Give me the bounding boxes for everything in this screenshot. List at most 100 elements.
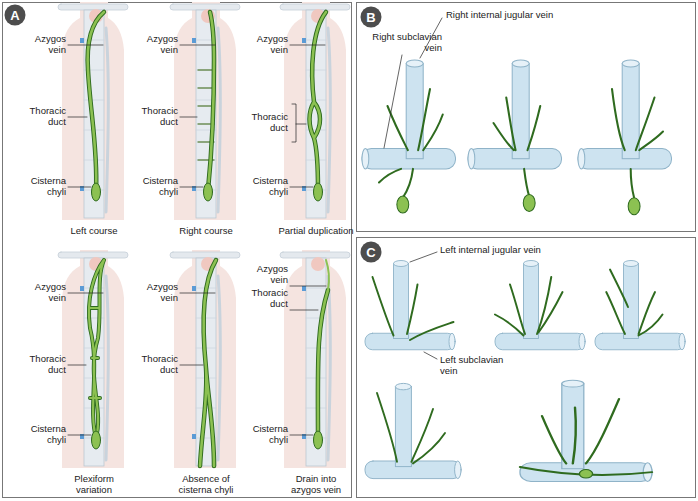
illustration-part [595,261,685,350]
illustration-part [578,60,672,215]
illustration-part [494,98,541,197]
illustration-part [280,250,350,468]
anatomy-label: Thoracic duct [128,106,178,128]
circle-fill [5,5,26,26]
circle-fill [361,242,382,263]
left-junction-figures [365,252,685,481]
anatomy-label: Plexiform variation [61,474,127,496]
anatomy-label: Azygos vein [238,34,288,56]
anatomy-label: Azygos vein [16,34,66,56]
illustration-part [318,290,328,438]
illustration-part [58,2,128,220]
illustration-part [579,470,592,479]
illustration-part [68,293,103,435]
anatomy-label: Left subclavian vein [440,355,520,377]
panel-frames [3,3,696,498]
illustration-part [520,380,652,481]
illustration-part [200,260,216,466]
illustration-part [89,260,104,438]
anatomy-label: Azygos vein [128,34,178,56]
anatomy-label: Thoracic duct [238,112,288,134]
anatomy-label: Thoracic duct [238,288,288,310]
panel-letter-circle: B [360,6,382,28]
anatomy-label: Partial duplication [271,226,361,237]
illustration-part [208,12,214,190]
anatomy-label: Azygos vein [238,264,288,286]
anatomy-label: Thoracic duct [128,354,178,376]
panel-letter: B [360,10,382,25]
illustration-part [523,194,535,211]
illustration-part [280,2,350,220]
right-junction-figures [362,18,672,215]
illustration-part [58,250,128,468]
panel-letter: A [4,8,26,23]
illustration-part [468,60,562,211]
illustration-part [170,250,240,468]
anatomy-label: Left internal jugular vein [440,245,590,256]
panel-letter: C [360,245,382,260]
illustration-part [88,12,104,190]
illustration-part [365,261,455,350]
illustration-part [200,260,216,466]
illustration-part [495,261,585,350]
illustration-part [290,45,325,187]
illustration-part [362,60,456,169]
illustration-part [357,238,696,498]
illustration-part [180,293,215,365]
illustration-part [365,383,461,478]
illustration-part [314,431,323,449]
anatomy-label: Azygos vein [16,282,66,304]
illustration-part [326,260,329,290]
illustration-part [373,277,454,340]
illustration-part [170,2,240,220]
illustration-part [310,12,327,190]
illustration-part [410,252,437,359]
illustration-part [92,431,101,449]
illustration-part [290,286,326,435]
anatomy-label: Drain into azygos vein [283,474,349,496]
illustration-part [170,2,240,220]
illustration-part [58,250,128,468]
illustration-part [595,261,685,350]
illustration-part [318,290,328,438]
illustration-part [88,12,104,190]
anatomy-label: Right subclavian vein [360,32,442,54]
anatomy-label: Cisterna chyli [238,176,288,198]
illustration-part [280,250,350,468]
illustration-part [280,2,350,220]
anatomy-label: Thoracic duct [16,354,66,376]
illustration-part [170,250,240,468]
anatomy-label: Thoracic duct [16,106,66,128]
anatomy-label: Left course [49,226,139,237]
illustration-part [365,261,455,350]
illustration-part [578,60,672,169]
circle-fill [361,7,382,28]
illustration-part [520,380,652,481]
illustration-part [495,277,563,336]
illustration-part [468,60,562,169]
anatomy-label: Cisterna chyli [16,176,66,198]
illustration-part [606,270,662,336]
illustration-part [495,261,585,350]
illustration-part [628,198,640,215]
anatomy-label: Cisterna chyli [128,176,178,198]
illustration-part [520,399,652,475]
illustration-part [89,260,104,438]
anatomy-label: Right course [161,226,251,237]
illustration-part [362,60,456,213]
illustration-part [58,2,128,220]
illustration-part [397,196,409,213]
panel-letter-circle: C [360,241,382,263]
illustration-part [612,89,663,198]
illustration-part [365,383,461,478]
illustration-part [180,45,215,187]
anatomy-label: Cisterna chyli [238,424,288,446]
illustration-part [92,183,101,201]
anatomy-label: Right internal jugular vein [446,10,596,21]
illustration-part [208,12,214,190]
anatomy-label: Absence of cisterna chyli [173,474,239,496]
illustration-part [204,183,213,201]
illustration-part [377,393,445,463]
